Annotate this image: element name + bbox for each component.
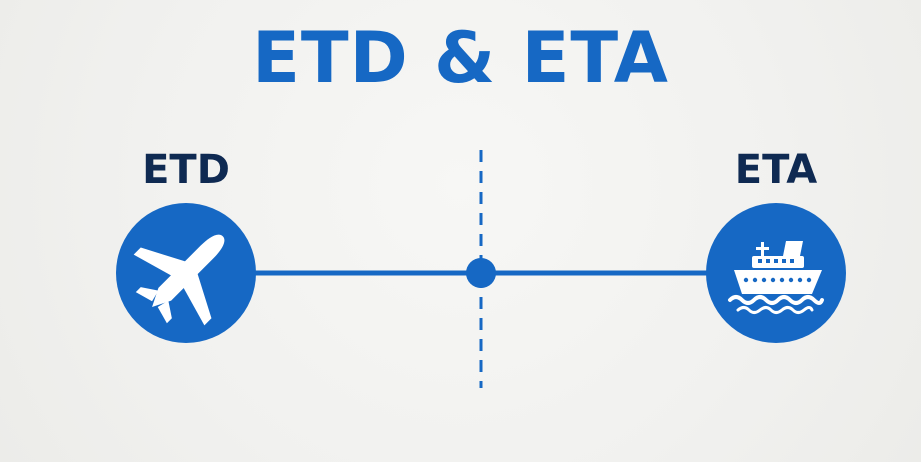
diagram-title: ETD & ETA bbox=[252, 17, 669, 99]
eta-node bbox=[706, 203, 846, 343]
etd-label: ETD bbox=[142, 147, 230, 193]
eta-label: ETA bbox=[734, 147, 818, 193]
midpoint-dot bbox=[466, 258, 496, 288]
ship-icon bbox=[728, 241, 824, 314]
etd-node bbox=[116, 203, 256, 343]
airplane-icon bbox=[133, 234, 225, 326]
